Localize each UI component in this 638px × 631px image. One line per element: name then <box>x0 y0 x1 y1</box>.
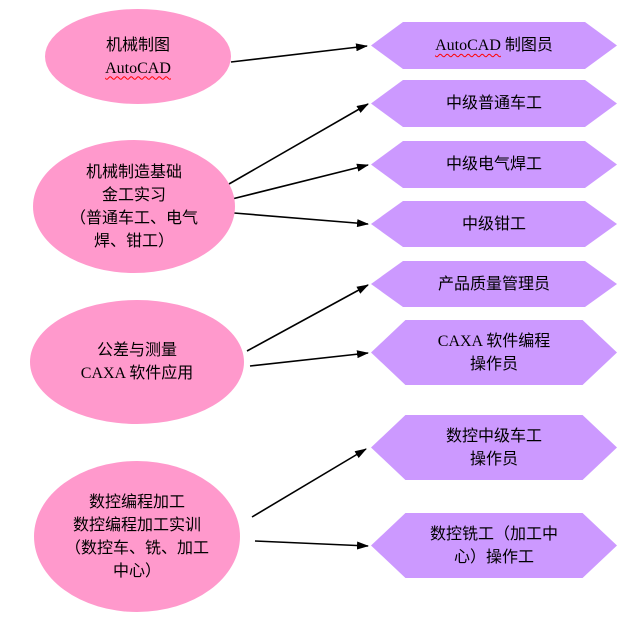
cert-text-line: 数控中级车工 <box>445 427 542 445</box>
cert-node-intermediate-fitter: 中级钳工 <box>371 201 617 247</box>
course-text-line: 机械制造基础 <box>85 163 182 181</box>
course-text-line: 数控编程加工实训 <box>72 516 201 534</box>
cert-text-line: 心）操作工 <box>453 548 534 566</box>
cert-text-line: 产品质量管理员 <box>437 275 550 293</box>
arrow-cnc-programming-to-cnc-lathe-operator <box>251 448 367 518</box>
course-node-metalwork-practice: 机械制造基础 金工实习 （普通车工、电气 焊、钳工） <box>33 140 235 273</box>
course-node-tolerance-caxa: 公差与测量 CAXA 软件应用 <box>30 300 244 424</box>
course-text-line: CAXA 软件应用 <box>80 365 194 382</box>
course-text-line: 数控编程加工 <box>88 493 185 511</box>
course-node-mechanical-drawing: 机械制图 AutoCAD <box>45 9 231 104</box>
course-text-line: 中心） <box>112 562 161 580</box>
arrow-tolerance-caxa-to-caxa-operator <box>249 350 369 367</box>
arrow-cnc-programming-to-cnc-mill-operator <box>254 540 369 550</box>
cert-text-segment: 制图员 <box>500 37 553 54</box>
cert-node-quality-manager: 产品质量管理员 <box>371 261 617 307</box>
course-text-line: （普通车工、电气 <box>69 209 198 227</box>
cert-text-segment: AutoCAD <box>435 37 501 54</box>
arrow-metalwork-practice-to-intermediate-lathe <box>228 103 369 185</box>
cert-text-line: CAXA 软件编程 <box>437 332 551 350</box>
cert-node-caxa-operator: CAXA 软件编程 操作员 <box>371 320 617 385</box>
course-text-line: 公差与测量 <box>96 342 177 359</box>
course-text-line: AutoCAD <box>105 59 171 77</box>
cert-node-intermediate-lathe: 中级普通车工 <box>371 80 617 127</box>
cert-node-autocad-draftsman: AutoCAD 制图员 <box>371 22 617 69</box>
cert-text-line: 中级钳工 <box>461 215 526 233</box>
cert-text-line: 中级电气焊工 <box>445 156 542 173</box>
arrow-tolerance-caxa-to-quality-manager <box>246 284 369 352</box>
course-text-line: 焊、钳工） <box>93 232 174 250</box>
cert-text-line: 操作员 <box>469 355 518 373</box>
arrow-metalwork-practice-to-intermediate-fitter <box>233 212 369 228</box>
cert-node-intermediate-welder: 中级电气焊工 <box>371 141 617 188</box>
course-text-line: 金工实习 <box>101 186 166 204</box>
course-node-cnc-programming: 数控编程加工 数控编程加工实训 （数控车、铣、加工 中心） <box>34 461 240 612</box>
course-text-line: （数控车、铣、加工 <box>64 539 209 557</box>
cert-node-cnc-lathe-operator: 数控中级车工 操作员 <box>371 415 617 480</box>
arrow-metalwork-practice-to-intermediate-welder <box>231 163 369 200</box>
arrow-mechanical-drawing-to-autocad-draftsman <box>230 43 368 63</box>
cert-text-line: 中级普通车工 <box>445 95 542 112</box>
cert-text-line: AutoCAD 制图员 <box>435 34 553 57</box>
cert-text-line: 数控铣工（加工中 <box>429 525 558 543</box>
cert-node-cnc-mill-operator: 数控铣工（加工中 心）操作工 <box>371 513 617 578</box>
course-text-line: 机械制图 <box>105 36 170 54</box>
cert-text-line: 操作员 <box>469 450 518 468</box>
